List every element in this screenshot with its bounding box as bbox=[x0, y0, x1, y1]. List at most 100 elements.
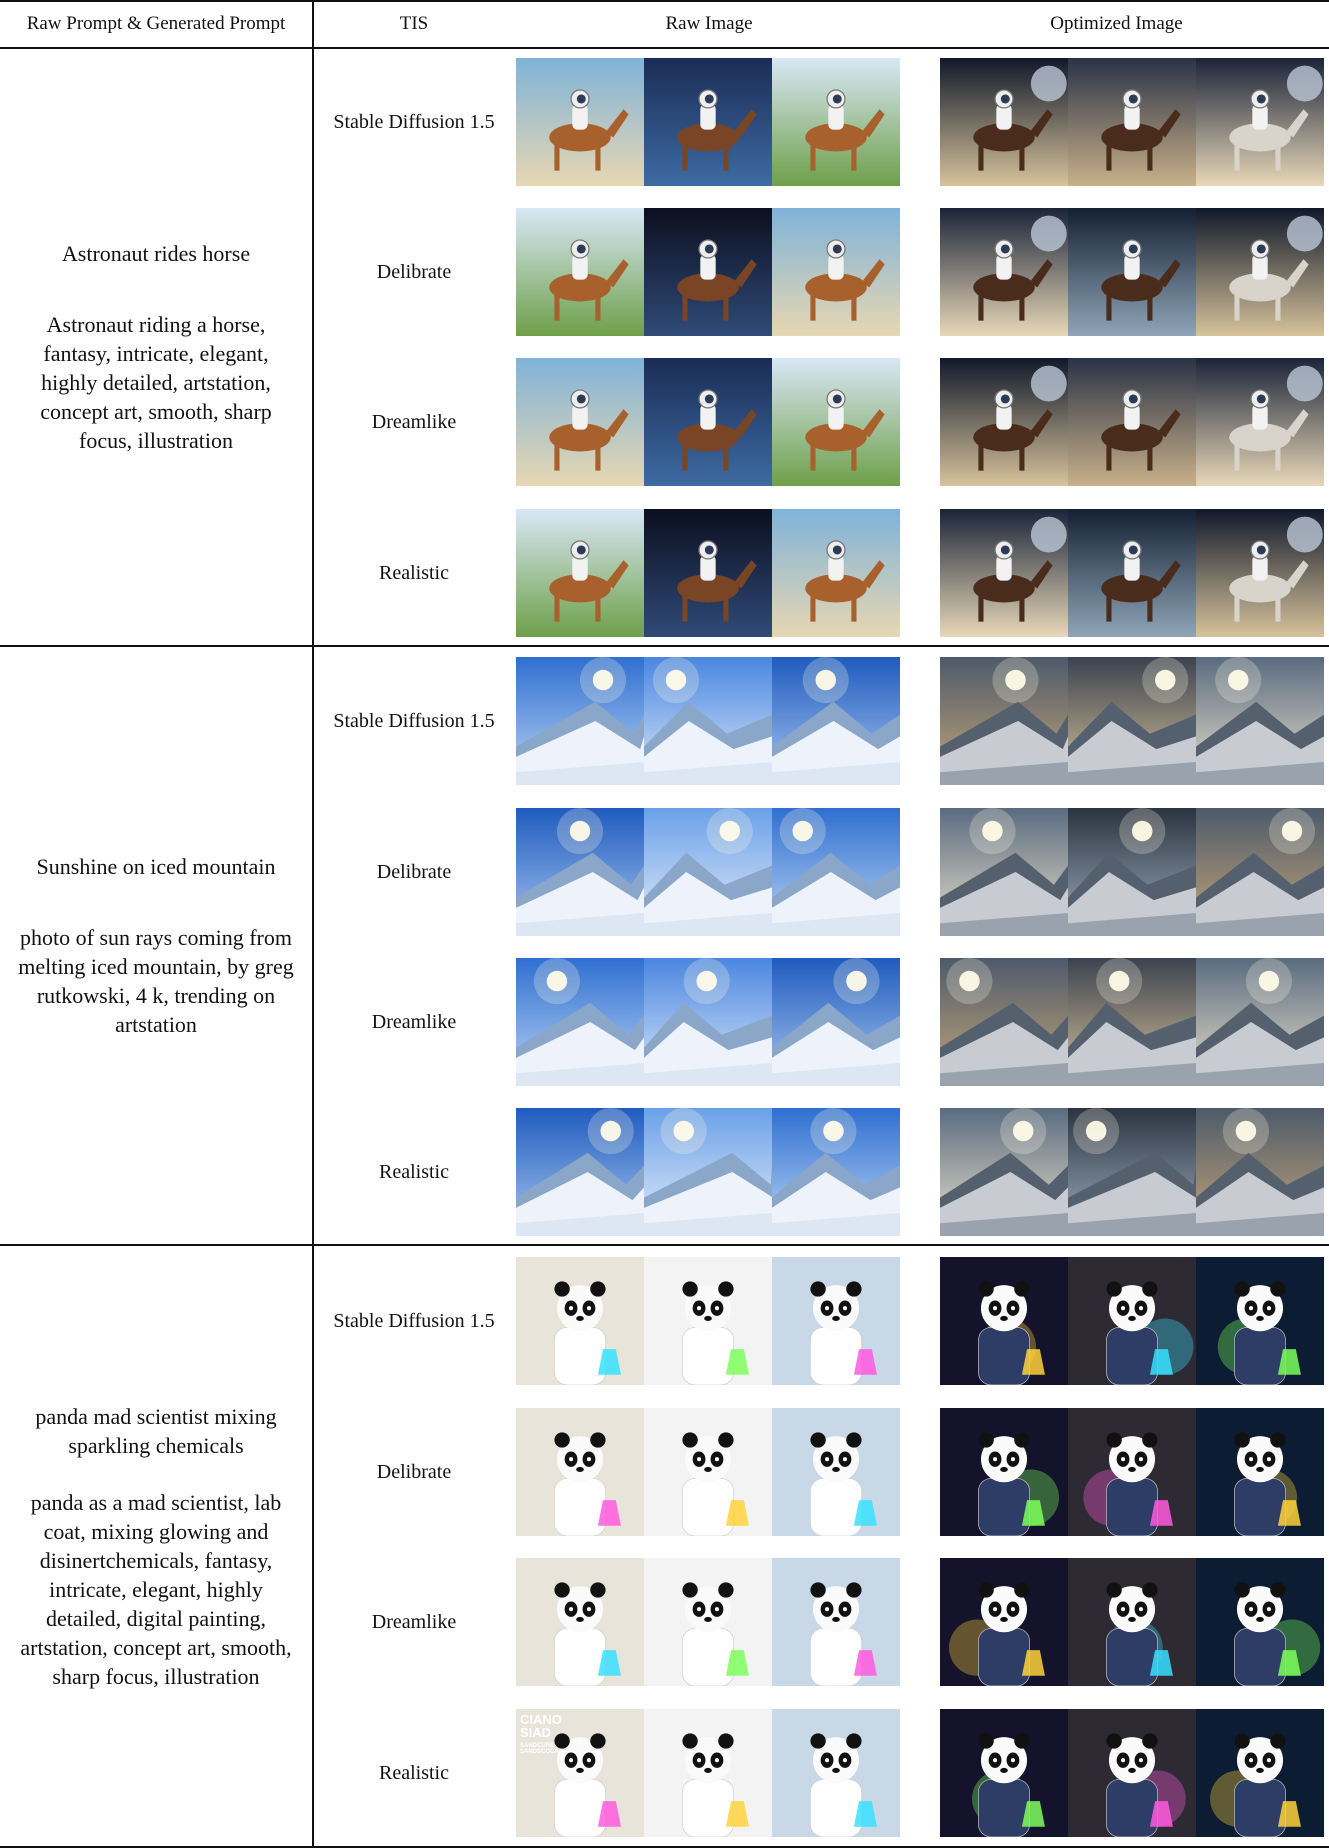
raw-image-astronaut bbox=[516, 58, 644, 186]
rule-bottom bbox=[0, 1846, 1329, 1848]
raw-image-mountain bbox=[516, 808, 644, 936]
raw-image-panda bbox=[772, 1257, 900, 1385]
optimized-image-astronaut bbox=[1068, 208, 1196, 336]
raw-image-astronaut bbox=[644, 509, 772, 637]
tis-label: Delibrate bbox=[376, 260, 452, 283]
rule-vertical bbox=[312, 0, 314, 1848]
header-optimized-image: Optimized Image bbox=[1050, 13, 1183, 34]
optimized-image-mountain bbox=[1196, 808, 1324, 936]
poster-title: CIANO SIAD bbox=[520, 1712, 562, 1740]
optimized-image-astronaut bbox=[1068, 58, 1196, 186]
optimized-image-astronaut bbox=[940, 509, 1068, 637]
optimized-image-panda bbox=[940, 1408, 1068, 1536]
poster-subtitle: SANDCURE SANDSCOCA bbox=[520, 1743, 559, 1755]
optimized-image-mountain bbox=[1068, 657, 1196, 785]
raw-image-panda bbox=[516, 1257, 644, 1385]
raw-image-panda bbox=[772, 1408, 900, 1536]
raw-image-mountain bbox=[516, 958, 644, 1086]
optimized-image-mountain bbox=[1196, 958, 1324, 1086]
rule-header bbox=[0, 47, 1329, 49]
optimized-image-panda bbox=[940, 1709, 1068, 1837]
optimized-image-mountain bbox=[1196, 1108, 1324, 1236]
raw-image-panda bbox=[516, 1408, 644, 1536]
raw-image-astronaut bbox=[516, 208, 644, 336]
optimized-image-mountain bbox=[1068, 1108, 1196, 1236]
raw-image-panda bbox=[644, 1558, 772, 1686]
rule-top bbox=[0, 0, 1329, 2]
optimized-image-astronaut bbox=[940, 358, 1068, 486]
optimized-image-astronaut bbox=[1196, 509, 1324, 637]
optimized-image-mountain bbox=[1196, 657, 1324, 785]
prompt-cell-3: panda mad scientist mixing sparkling che… bbox=[0, 1246, 312, 1846]
optimized-image-astronaut bbox=[1196, 58, 1324, 186]
tis-label: Realistic bbox=[379, 1761, 449, 1784]
tis-label: Delibrate bbox=[376, 860, 452, 883]
tis-label: Stable Diffusion 1.5 bbox=[333, 1309, 495, 1332]
raw-image-astronaut bbox=[772, 358, 900, 486]
optimized-image-panda bbox=[940, 1558, 1068, 1686]
tis-label: Stable Diffusion 1.5 bbox=[333, 709, 495, 732]
header-raw-image: Raw Image bbox=[665, 13, 753, 34]
optimized-image-panda bbox=[1068, 1558, 1196, 1686]
rule-group-2 bbox=[0, 1244, 1329, 1246]
raw-image-mountain bbox=[644, 1108, 772, 1236]
raw-image-panda: CIANO SIAD SANDCURE SANDSCOCA bbox=[516, 1709, 644, 1837]
header-prompt: Raw Prompt & Generated Prompt bbox=[26, 13, 286, 34]
raw-image-mountain bbox=[516, 1108, 644, 1236]
tis-label: Delibrate bbox=[376, 1460, 452, 1483]
optimized-image-astronaut bbox=[1068, 509, 1196, 637]
raw-image-panda bbox=[644, 1257, 772, 1385]
raw-image-mountain bbox=[516, 657, 644, 785]
raw-prompt: Sunshine on iced mountain bbox=[36, 854, 276, 879]
optimized-image-panda bbox=[1068, 1709, 1196, 1837]
raw-image-astronaut bbox=[516, 358, 644, 486]
raw-image-astronaut bbox=[772, 58, 900, 186]
generated-prompt: panda as a mad scientist, lab coat, mixi… bbox=[20, 1489, 292, 1689]
optimized-image-astronaut bbox=[1196, 208, 1324, 336]
raw-image-panda bbox=[772, 1709, 900, 1837]
raw-prompt: Astronaut rides horse bbox=[61, 240, 251, 266]
tis-label: Dreamlike bbox=[371, 410, 457, 433]
tis-label: Realistic bbox=[379, 1160, 449, 1183]
optimized-image-mountain bbox=[940, 657, 1068, 785]
raw-image-astronaut bbox=[772, 509, 900, 637]
raw-image-mountain bbox=[772, 657, 900, 785]
optimized-image-astronaut bbox=[1196, 358, 1324, 486]
raw-image-mountain bbox=[772, 808, 900, 936]
raw-prompt: panda mad scientist mixing sparkling che… bbox=[35, 1403, 277, 1458]
raw-image-mountain bbox=[644, 808, 772, 936]
generated-prompt: Astronaut riding a horse, fantasy, intri… bbox=[40, 311, 272, 453]
raw-image-astronaut bbox=[516, 509, 644, 637]
optimized-image-panda bbox=[1196, 1709, 1324, 1837]
raw-image-mountain bbox=[644, 657, 772, 785]
optimized-image-mountain bbox=[940, 808, 1068, 936]
raw-image-panda bbox=[516, 1558, 644, 1686]
raw-image-astronaut bbox=[644, 358, 772, 486]
raw-image-panda bbox=[772, 1558, 900, 1686]
tis-label: Dreamlike bbox=[371, 1010, 457, 1033]
prompt-cell-2: Sunshine on iced mountain photo of sun r… bbox=[0, 647, 312, 1244]
optimized-image-astronaut bbox=[1068, 358, 1196, 486]
optimized-image-panda bbox=[1196, 1408, 1324, 1536]
raw-image-mountain bbox=[772, 958, 900, 1086]
optimized-image-mountain bbox=[940, 1108, 1068, 1236]
generated-prompt: photo of sun rays coming from melting ic… bbox=[18, 925, 294, 1037]
optimized-image-panda bbox=[1068, 1408, 1196, 1536]
header-tis: TIS bbox=[399, 13, 429, 34]
optimized-image-mountain bbox=[1068, 958, 1196, 1086]
raw-image-panda bbox=[644, 1408, 772, 1536]
raw-image-mountain bbox=[644, 958, 772, 1086]
raw-image-astronaut bbox=[772, 208, 900, 336]
optimized-image-mountain bbox=[1068, 808, 1196, 936]
raw-image-mountain bbox=[772, 1108, 900, 1236]
raw-image-panda bbox=[644, 1709, 772, 1837]
optimized-image-panda bbox=[1196, 1558, 1324, 1686]
optimized-image-astronaut bbox=[940, 58, 1068, 186]
tis-label: Realistic bbox=[379, 561, 449, 584]
prompt-cell-1: Astronaut rides horse Astronaut riding a… bbox=[0, 48, 312, 645]
optimized-image-panda bbox=[1068, 1257, 1196, 1385]
optimized-image-astronaut bbox=[940, 208, 1068, 336]
tis-label: Dreamlike bbox=[371, 1610, 457, 1633]
raw-image-astronaut bbox=[644, 58, 772, 186]
